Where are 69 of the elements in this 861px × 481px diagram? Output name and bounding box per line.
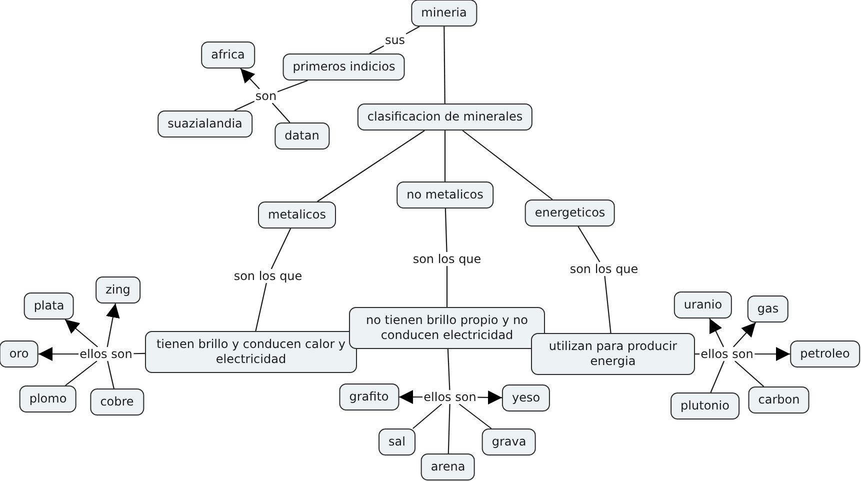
concept-box: gas <box>747 296 789 322</box>
concept-box: grafito <box>339 384 399 410</box>
connector-line <box>38 347 78 361</box>
connector-line <box>106 303 120 348</box>
connector-line <box>604 276 612 334</box>
connector-line <box>255 282 267 332</box>
concept-box: no metalicos <box>396 182 494 208</box>
concept-box: sal <box>378 428 416 456</box>
concept-box: metalicos <box>258 202 336 228</box>
connector-line <box>754 347 790 361</box>
connector-line <box>64 319 98 348</box>
connector-line <box>412 404 442 429</box>
connector-line <box>369 45 384 54</box>
concept-box: grava <box>482 428 536 456</box>
linking-phrase: ellos son <box>422 390 478 404</box>
connector-line <box>446 266 448 307</box>
connector-line <box>458 404 492 429</box>
concept-box: energeticos <box>524 200 616 226</box>
concept-box: oro <box>0 340 39 368</box>
connector-line <box>448 404 450 454</box>
linking-phrase: son los que <box>232 269 304 283</box>
connector-line <box>709 318 724 348</box>
concept-box: arena <box>420 454 476 480</box>
linking-phrase: son los que <box>412 252 482 266</box>
connector-line <box>734 360 764 387</box>
concept-box: no tienen brillo propio y no conducen electricidad <box>349 307 545 349</box>
connector-line <box>578 226 600 262</box>
linking-phrase: ellos son <box>78 347 134 361</box>
connector-line <box>234 100 255 111</box>
connector-line <box>444 26 446 104</box>
connector-line <box>462 130 553 200</box>
concept-box: mineria <box>411 0 477 26</box>
connector-line <box>65 360 98 386</box>
linking-phrase: son los que <box>568 262 640 276</box>
concept-box: utilizan para producir energia <box>531 333 695 375</box>
concept-box: clasificacion de minerales <box>357 104 533 130</box>
connector-line <box>444 130 446 182</box>
concept-box: africa <box>201 42 255 68</box>
concept-box: zing <box>96 276 140 304</box>
connector-line <box>317 130 425 202</box>
connector-line <box>134 352 145 354</box>
concept-box: suazialandia <box>158 110 252 138</box>
connector-line <box>478 390 502 404</box>
connector-line <box>695 353 700 355</box>
concept-box: plomo <box>19 386 77 412</box>
linking-phrase: son <box>254 89 278 103</box>
concept-box: datan <box>274 122 330 150</box>
concept-box: plutonio <box>670 392 740 420</box>
connector-line <box>406 26 420 34</box>
connector-line <box>444 208 448 252</box>
connector-line <box>272 102 290 123</box>
concept-box: uranio <box>674 292 732 318</box>
concept-box: cobre <box>90 388 144 416</box>
connector-line <box>732 322 756 348</box>
connector-line <box>270 228 292 270</box>
concept-box: tienen brillo y conducen calor y electricidad <box>145 331 357 373</box>
connector-line <box>240 68 260 90</box>
connector-line <box>107 360 114 389</box>
concept-box: yeso <box>502 384 550 412</box>
linking-phrase: ellos son <box>700 347 754 361</box>
concept-box: primeros indicios <box>282 54 406 80</box>
connector-line <box>710 360 725 393</box>
connector-line <box>447 348 450 390</box>
connector-line <box>399 390 422 404</box>
concept-box: carbon <box>748 386 810 414</box>
linking-phrase: sus <box>384 33 406 47</box>
concept-box: plata <box>24 292 74 320</box>
connector-line <box>277 80 308 92</box>
concept-box: petroleo <box>790 340 860 368</box>
